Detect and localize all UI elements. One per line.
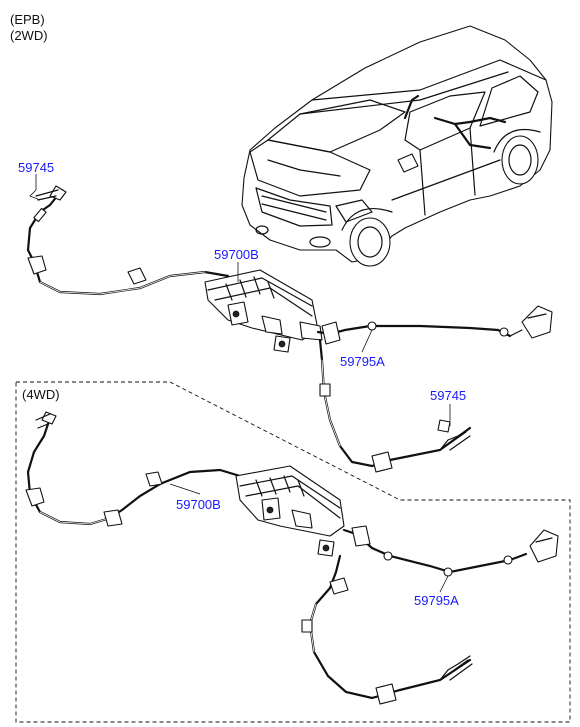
section-4wd-frame xyxy=(15,381,571,723)
top-right-cable xyxy=(316,324,512,338)
part-label-59700b-bottom[interactable]: 59700B xyxy=(176,497,221,512)
part-label-59700b-top[interactable]: 59700B xyxy=(214,247,259,262)
epb-actuator-icon-4wd xyxy=(235,465,345,557)
part-label-59795a-bottom[interactable]: 59795A xyxy=(414,593,459,608)
part-label-59745-top[interactable]: 59745 xyxy=(18,160,54,175)
wheel-speed-connector-icon-4wd xyxy=(529,529,559,563)
parking-brake-cable-icon-4wd xyxy=(25,411,242,527)
header-epb: (EPB) xyxy=(10,12,45,27)
header-2wd: (2WD) xyxy=(10,28,48,43)
epb-actuator-icon xyxy=(204,269,323,353)
wheel-speed-connector-icon xyxy=(509,305,553,339)
suv-vehicle-icon xyxy=(241,25,553,267)
parking-brake-cable-icon xyxy=(26,185,230,296)
header-4wd: (4WD) xyxy=(22,387,60,402)
part-label-59745-bottom[interactable]: 59745 xyxy=(430,388,466,403)
part-label-59795a-top[interactable]: 59795A xyxy=(340,354,385,369)
